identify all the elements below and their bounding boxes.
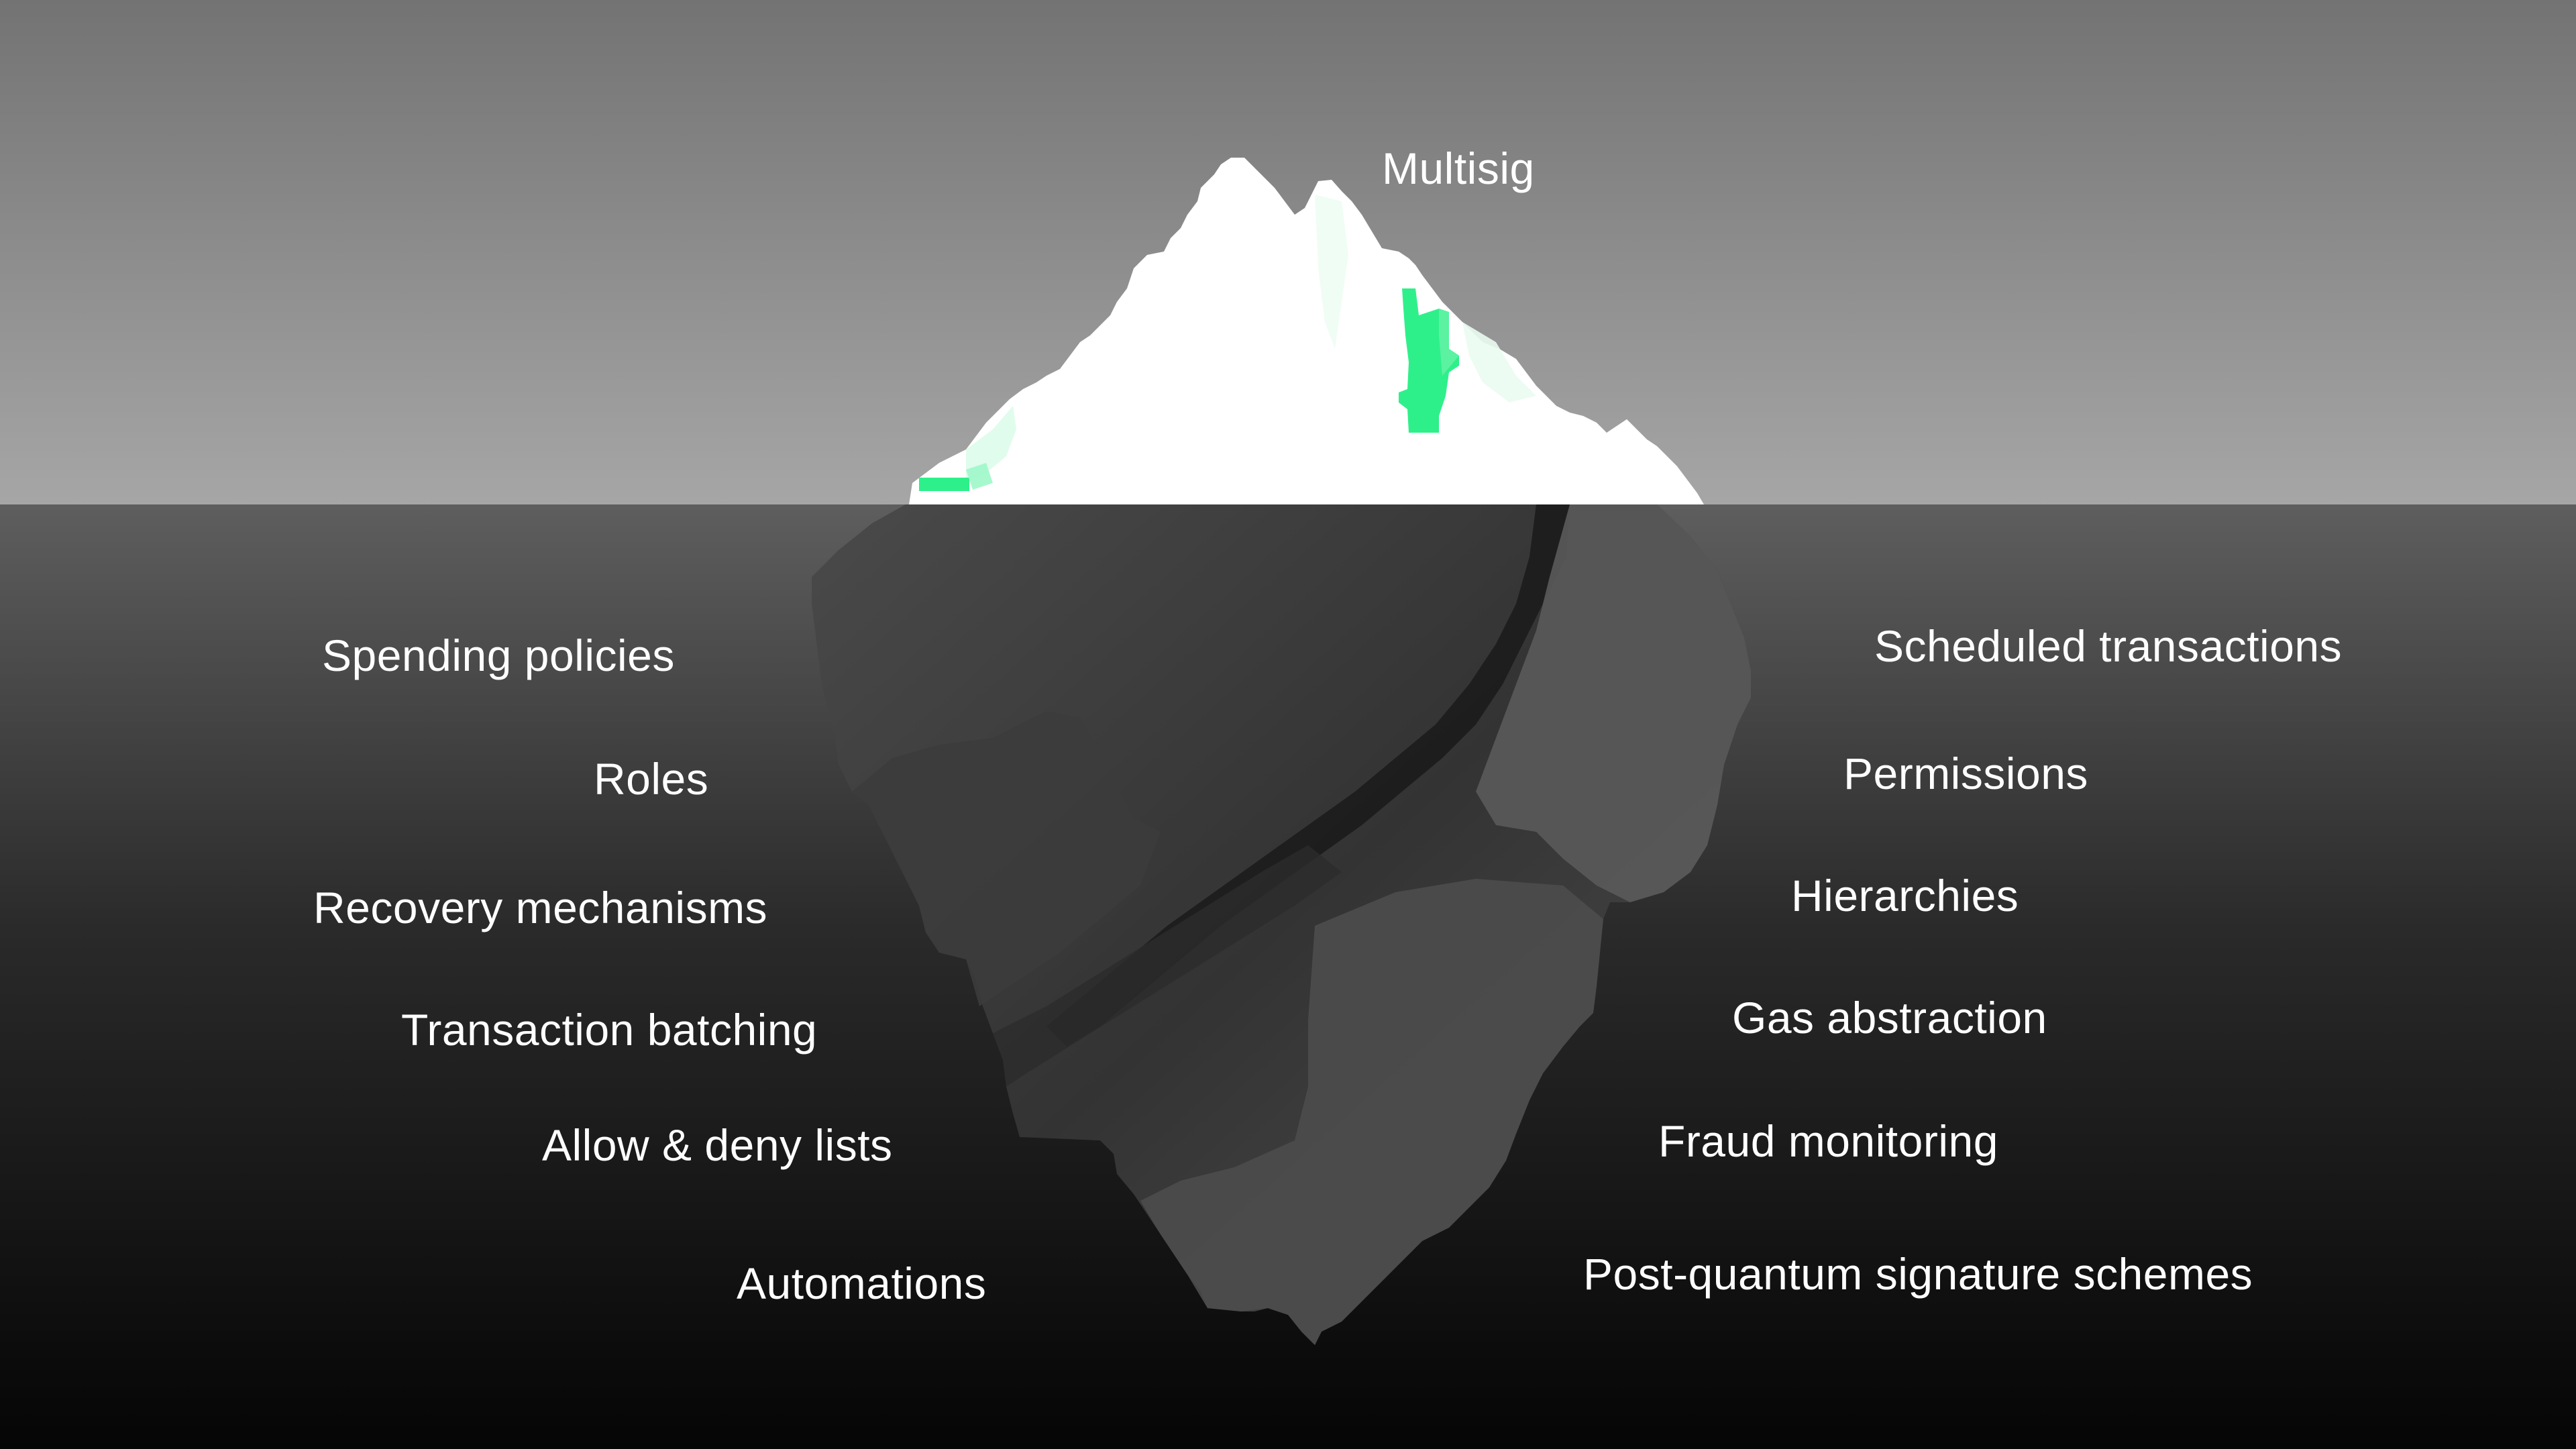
label-left-5: Allow & deny lists	[542, 1120, 893, 1170]
iceberg-facet-band	[993, 845, 1342, 1087]
tip-shade-mid	[1315, 195, 1348, 349]
label-multisig: Multisig	[1382, 144, 1535, 193]
tip-green-accent-edge	[1439, 309, 1459, 376]
label-left-1: Spending policies	[322, 631, 675, 680]
label-left-3: Recovery mechanisms	[313, 883, 768, 932]
label-right-5: Fraud monitoring	[1658, 1116, 1998, 1166]
iceberg-facet-mid-left	[852, 711, 1161, 1006]
iceberg-facet-light-right	[1476, 504, 1751, 902]
iceberg-facet-lower	[1140, 879, 1603, 1345]
label-left-2: Roles	[594, 754, 709, 804]
label-left-6: Automations	[737, 1258, 987, 1308]
label-right-4: Gas abstraction	[1732, 993, 2047, 1042]
tip-green-base	[919, 478, 969, 491]
label-left-4: Transaction batching	[401, 1005, 818, 1055]
label-right-2: Permissions	[1843, 749, 2088, 798]
label-right-6: Post-quantum signature schemes	[1583, 1249, 2253, 1299]
tip-shade-right	[1462, 322, 1536, 402]
iceberg-tip	[909, 158, 1704, 504]
label-right-3: Hierarchies	[1791, 871, 2019, 920]
tip-shade-left	[966, 406, 1016, 483]
tip-green-base-light	[966, 463, 993, 490]
label-right-1: Scheduled transactions	[1874, 621, 2343, 671]
